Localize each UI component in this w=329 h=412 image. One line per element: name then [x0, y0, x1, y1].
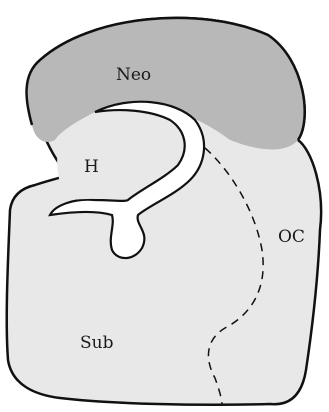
label-sub: Sub	[80, 333, 114, 353]
label-oc: OC	[278, 227, 305, 247]
label-h: H	[84, 157, 99, 177]
label-neo: Neo	[116, 65, 151, 85]
